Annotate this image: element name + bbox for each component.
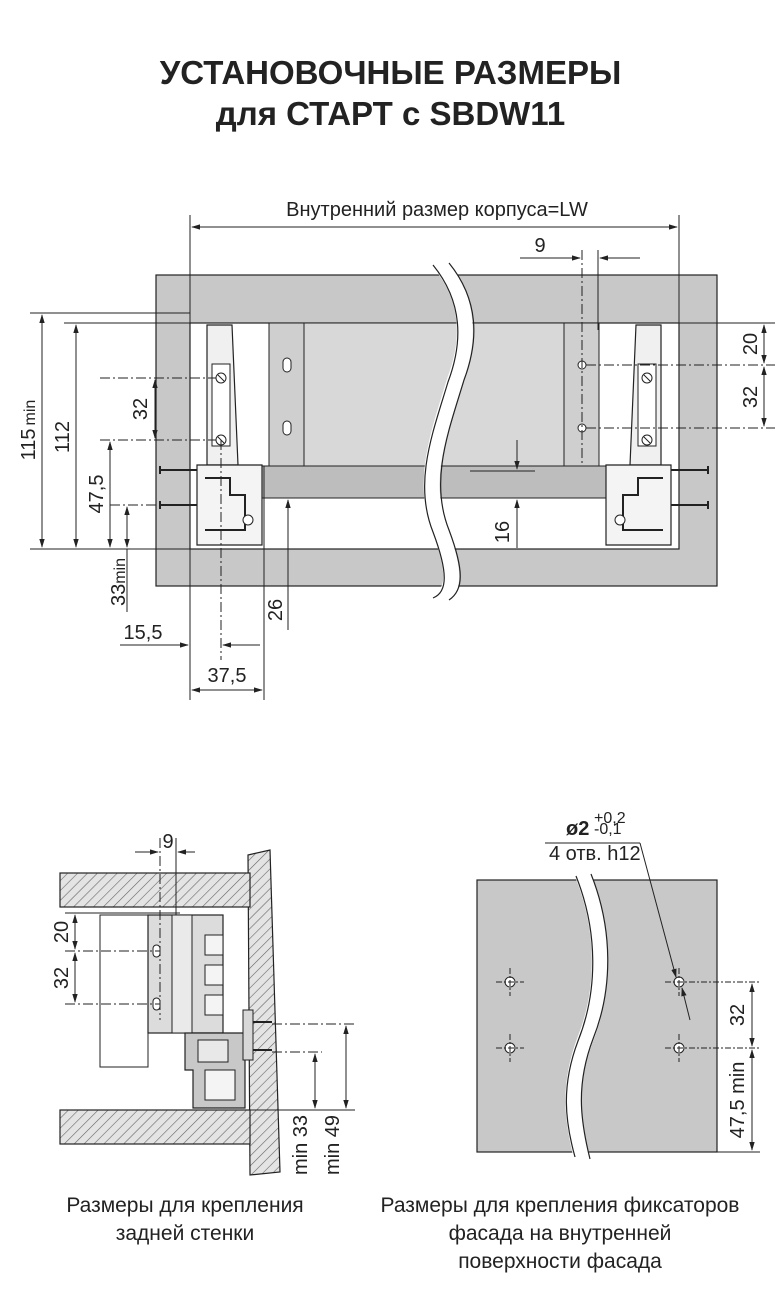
dim-9-top: 9	[534, 235, 545, 257]
left-runner	[196, 324, 263, 546]
front-caption-line2: фасада на внутренней	[448, 1222, 672, 1245]
dim-33-min: 33min	[108, 558, 130, 606]
dim-37-5: 37,5	[208, 665, 247, 687]
right-runner	[605, 324, 672, 546]
back-wall	[247, 849, 281, 1176]
dim-32-left: 32	[130, 398, 152, 420]
diameter-label: ø2	[566, 818, 589, 840]
back-caption-line1: Размеры для крепления	[66, 1194, 304, 1217]
back-dim-min49: min 49	[322, 1115, 344, 1175]
dim-15-5: 15,5	[124, 622, 163, 644]
dim-32-right: 32	[740, 386, 762, 408]
back-dim-min33: min 33	[290, 1115, 312, 1175]
back-dim-32: 32	[51, 967, 73, 989]
front-caption-line3: поверхности фасада	[458, 1250, 662, 1273]
dim-20-right: 20	[740, 333, 762, 355]
back-wall-caption: Размеры для крепления задней стенки	[30, 1192, 340, 1248]
page-title-line1: УСТАНОВОЧНЫЕ РАЗМЕРЫ	[159, 54, 622, 91]
tol-minus: -0,1	[594, 821, 622, 838]
dim-115: 115min	[18, 400, 40, 461]
back-dim-9: 9	[162, 831, 173, 853]
top-panel	[59, 872, 251, 908]
front-dim-32: 32	[727, 1004, 749, 1026]
page-title-line2: для СТАРТ с SBDW11	[215, 95, 566, 132]
front-dim-47-5: 47,5 min	[727, 1062, 749, 1139]
holes-label: 4 отв. h12	[549, 843, 641, 865]
back-dim-20: 20	[51, 921, 73, 943]
front-caption-line1: Размеры для крепления фиксаторов	[380, 1194, 740, 1217]
main-view: Внутренний размер корпуса=LW 9 20 32 32 …	[18, 199, 775, 700]
front-panel-view: ø2 +0,2 -0,1 4 отв. h12 32 47,5 min	[476, 810, 760, 1161]
break-line	[423, 257, 473, 607]
left-drawer-side	[268, 322, 305, 472]
dim-26: 26	[265, 599, 287, 621]
screws	[159, 466, 709, 509]
tol-plus: +0,2	[594, 810, 626, 827]
dim-47-5-left: 47,5	[86, 475, 108, 514]
lw-label: Внутренний размер корпуса=LW	[286, 199, 588, 221]
dim-112: 112	[52, 421, 74, 453]
back-wall-view: 9 20 32 min 33 min 49	[51, 831, 355, 1176]
front-panel-caption: Размеры для крепления фиксаторов фасада …	[345, 1192, 775, 1276]
dim-16: 16	[492, 521, 514, 543]
bottom-panel	[59, 1109, 251, 1145]
back-caption-line2: задней стенки	[115, 1222, 255, 1245]
